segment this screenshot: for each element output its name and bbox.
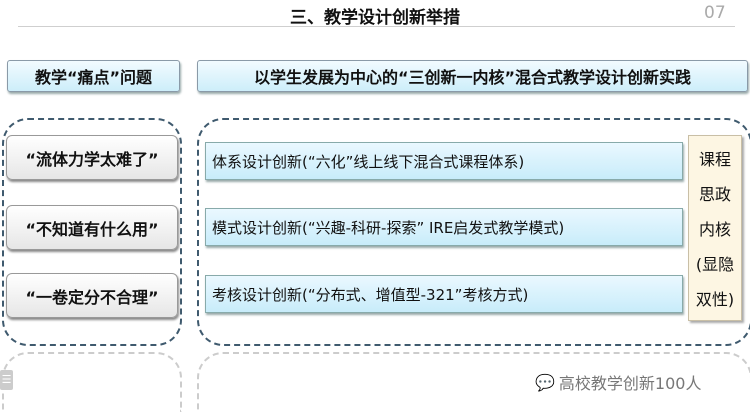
core-line: 思政 xyxy=(698,184,731,204)
title-divider xyxy=(18,26,735,27)
reflection-decoration xyxy=(197,352,750,412)
menu-icon[interactable]: ☰ xyxy=(0,370,13,390)
wechat-icon: 💬 xyxy=(535,372,555,392)
watermark-text: 高校教学创新100人 xyxy=(558,374,702,393)
slide-title: 三、教学设计创新举措 xyxy=(290,8,460,28)
pain-point-item: “流体力学太难了” xyxy=(6,135,178,180)
core-line: (显隐 xyxy=(695,255,735,275)
page-number: 07 xyxy=(704,3,726,23)
pain-point-item: “一卷定分不合理” xyxy=(6,273,178,318)
core-panel: 课程 思政 内核 (显隐 双性) xyxy=(688,135,742,321)
innovation-item: 考核设计创新(“分布式、增值型-321”考核方式) xyxy=(205,275,683,313)
innovation-item: 模式设计创新(“兴趣-科研-探索” IRE启发式教学模式) xyxy=(205,208,683,246)
reflection-decoration xyxy=(2,352,182,412)
core-line: 课程 xyxy=(698,149,731,169)
core-line: 内核 xyxy=(698,219,731,239)
pain-point-item: “不知道有什么用” xyxy=(6,205,178,250)
pain-points-container xyxy=(2,118,182,346)
innovation-item: 体系设计创新(“六化”线上线下混合式课程体系) xyxy=(205,142,683,180)
innovation-container xyxy=(197,118,750,346)
core-line: 双性) xyxy=(695,290,735,310)
pain-points-heading: 教学“痛点”问题 xyxy=(7,60,180,92)
innovation-heading: 以学生发展为中心的“三创新一内核”混合式教学设计创新实践 xyxy=(197,60,748,92)
watermark: 💬 高校教学创新100人 xyxy=(535,370,701,394)
